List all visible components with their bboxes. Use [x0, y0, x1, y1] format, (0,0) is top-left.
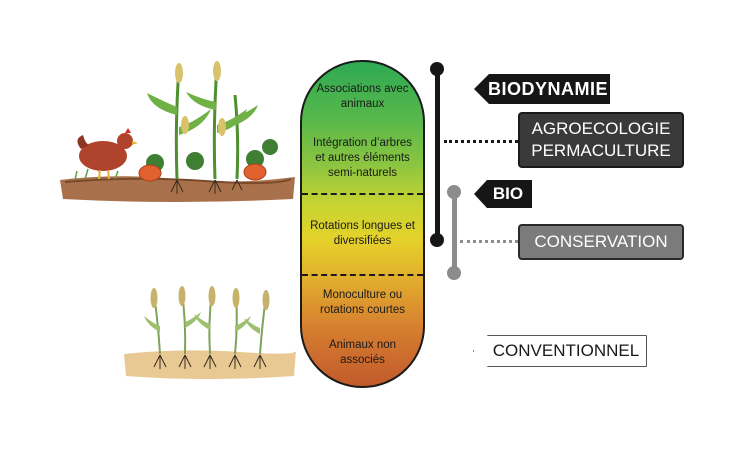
capsule-item-animaux-non-associes: Animaux non associés [328, 339, 397, 366]
conservation-label: CONSERVATION [518, 224, 684, 260]
capsule-item-arbres: Intégration d’arbres et autres éléments … [312, 137, 413, 179]
capsule-divider-1 [302, 193, 423, 195]
biodynamie-label: BIODYNAMIE [474, 74, 610, 104]
wheat-illustration [124, 286, 297, 379]
capsule-item-associations: Associations avec animaux [316, 83, 409, 110]
capsule-divider-2 [302, 274, 423, 276]
permaculture-text: PERMACULTURE [531, 141, 671, 160]
agroecologie-permaculture-label: AGROECOLOGIE PERMACULTURE [518, 112, 684, 168]
conservation-connector [460, 240, 518, 243]
bio-bar-bottom-dot [447, 266, 461, 280]
bio-bar-top-dot [447, 185, 461, 199]
agroecologie-text: AGROECOLOGIE [531, 119, 671, 138]
chicken-maize-pumpkin-illustration [60, 61, 295, 202]
bio-range-bar [452, 191, 457, 271]
biodynamie-bar-bottom-dot [430, 233, 444, 247]
biodynamie-bar-top-dot [430, 62, 444, 76]
capsule-item-rotations-longues: Rotations longues et diversifiées [310, 220, 415, 247]
biodynamie-range-bar [435, 69, 440, 241]
practices-gradient-capsule: Associations avec animaux Intégration d’… [300, 60, 425, 388]
conventionnel-label: CONVENTIONNEL [474, 336, 646, 366]
bio-label: BIO [474, 180, 532, 208]
agroecologie-connector [444, 140, 518, 143]
capsule-item-monoculture: Monoculture ou rotations courtes [319, 289, 405, 316]
